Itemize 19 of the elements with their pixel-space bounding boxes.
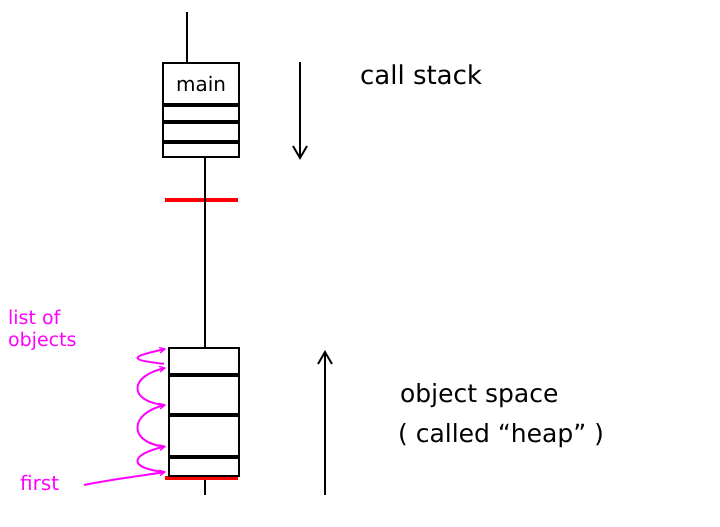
- arrow: [136, 346, 166, 365]
- connector-line: [204, 158, 206, 347]
- stack-frame: main: [162, 62, 240, 105]
- memory-cell: [168, 457, 240, 477]
- arrow: [136, 366, 166, 406]
- arrow: [136, 444, 166, 473]
- arrow: [84, 469, 166, 486]
- memory-cell: [162, 122, 240, 142]
- heap-note: ( called “heap” ): [398, 420, 605, 449]
- memory-cell: [168, 375, 240, 415]
- arrow: [136, 403, 166, 448]
- memory-cell: [162, 105, 240, 122]
- memory-cell: [168, 415, 240, 457]
- memory-cell: [168, 347, 240, 375]
- pointer-label: first: [20, 468, 80, 498]
- list-label: list of objects: [8, 308, 78, 352]
- memory-cell: [162, 142, 240, 158]
- stack-label: call stack: [360, 62, 483, 92]
- heap-label: object space: [400, 380, 560, 409]
